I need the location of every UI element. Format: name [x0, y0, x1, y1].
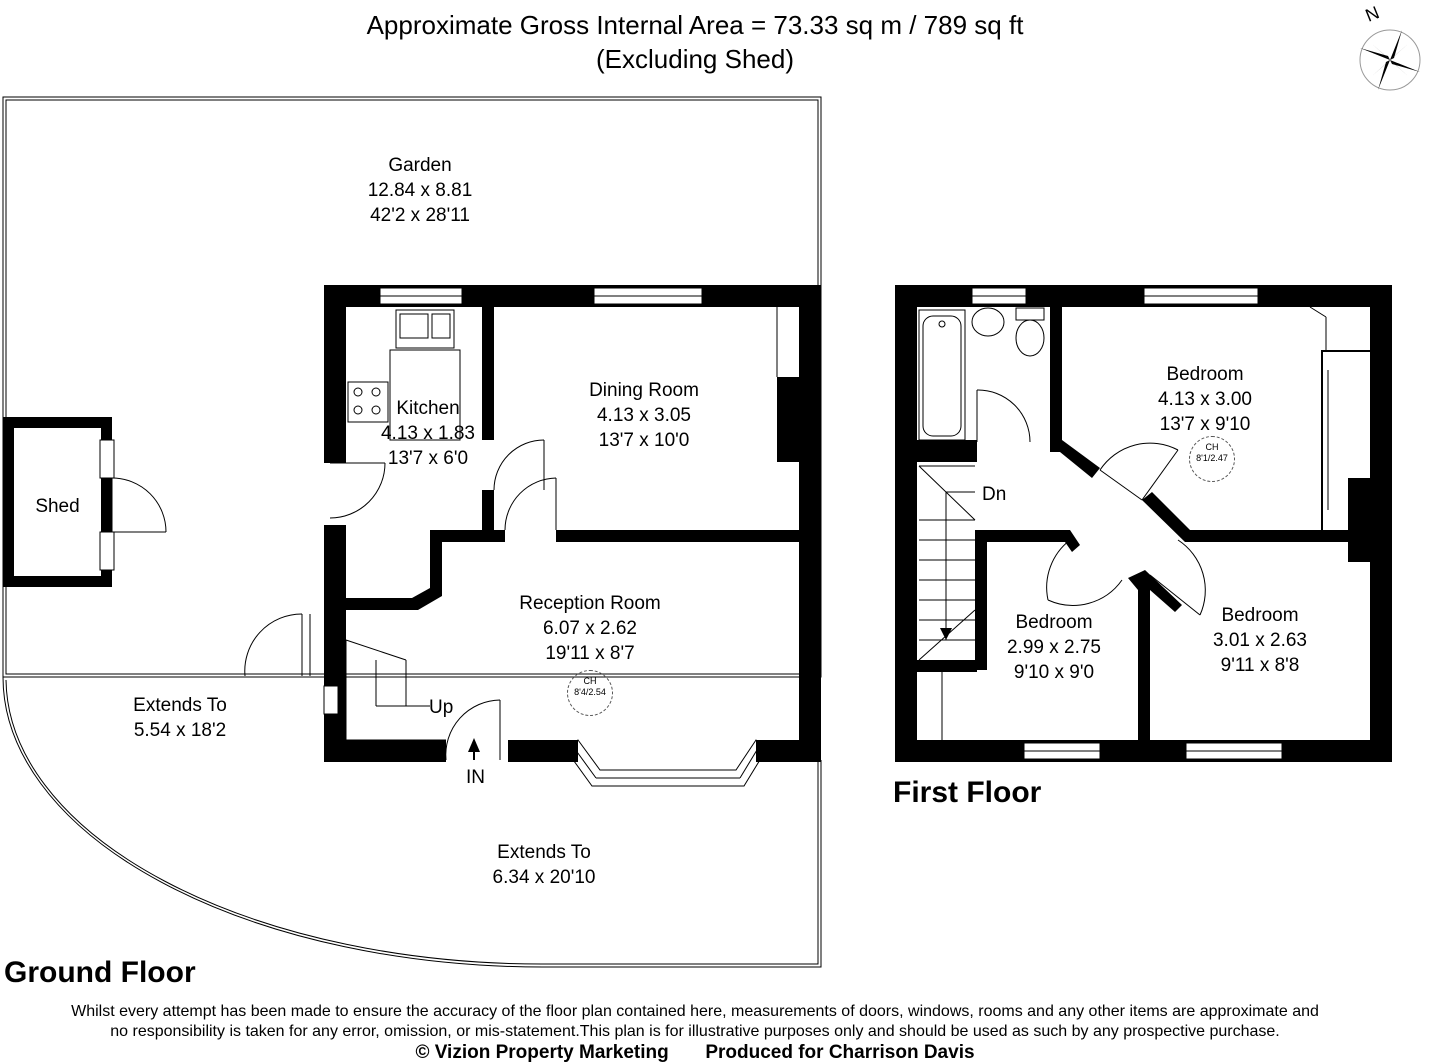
area-heading: Approximate Gross Internal Area = 73.33 … — [366, 10, 1024, 40]
footer-credit: © Vizion Property Marketing — [415, 1042, 669, 1063]
room-name: Garden — [388, 155, 452, 176]
extends-bottom-label: Extends To 6.34 x 20'10 — [444, 840, 644, 890]
disclaimer-line-1: Whilst every attempt has been made to en… — [71, 1003, 1319, 1020]
disclaimer-line-2: no responsibility is taken for any error… — [110, 1023, 1280, 1040]
ceiling-height-marker: CH 8'4/2.54 — [567, 670, 613, 716]
shed-label: Shed — [35, 496, 80, 517]
reception-room-label: Reception Room 6.07 x 2.62 19'11 x 8'7 — [490, 591, 690, 666]
room-imperial: 13'7 x 10'0 — [598, 430, 690, 451]
room-name: Extends To — [133, 695, 227, 716]
room-name: Bedroom — [1166, 364, 1244, 385]
garden-label: Garden 12.84 x 8.81 42'2 x 28'11 — [320, 153, 520, 228]
room-name: Reception Room — [519, 593, 661, 614]
footer-produced: Produced for Charrison Davis — [705, 1042, 975, 1063]
compass-icon — [1350, 0, 1430, 100]
ceiling-height-value: 8'4/2.54 — [574, 687, 606, 697]
room-name: Bedroom — [1221, 605, 1299, 626]
footer-credits: © Vizion Property Marketing Produced for… — [0, 1042, 1390, 1064]
ceiling-height-marker-first: CH 8'1/2.47 — [1189, 436, 1235, 482]
area-subheading: (Excluding Shed) — [596, 44, 794, 74]
bedroom-left-label: Bedroom 2.99 x 2.75 9'10 x 9'0 — [984, 610, 1124, 685]
bedroom-main-label: Bedroom 4.13 x 3.00 13'7 x 9'10 — [1130, 362, 1280, 437]
room-metric: 12.84 x 8.81 — [367, 180, 473, 201]
stairs-up-label: Up — [429, 697, 454, 718]
entrance-label: IN — [466, 767, 485, 788]
room-name: Bedroom — [1015, 612, 1093, 633]
bedroom-right-label: Bedroom 3.01 x 2.63 9'11 x 8'8 — [1190, 603, 1330, 678]
room-metric: 3.01 x 2.63 — [1212, 630, 1308, 651]
room-metric: 6.34 x 20'10 — [492, 867, 596, 888]
room-name: Extends To — [497, 842, 591, 863]
room-name: Dining Room — [589, 380, 699, 401]
room-metric: 6.07 x 2.62 — [542, 618, 638, 639]
ceiling-height-label: CH — [583, 676, 597, 686]
kitchen-label: Kitchen 4.13 x 1.83 13'7 x 6'0 — [360, 396, 496, 471]
room-imperial: 13'7 x 9'10 — [1159, 414, 1251, 435]
room-name: Kitchen — [396, 398, 460, 419]
room-imperial: 9'10 x 9'0 — [1013, 662, 1095, 683]
room-metric: 4.13 x 3.05 — [596, 405, 692, 426]
room-metric: 2.99 x 2.75 — [1006, 637, 1102, 658]
ceiling-height-label: CH — [1205, 442, 1219, 452]
first-floor-title: First Floor — [893, 776, 1042, 809]
room-imperial: 9'11 x 8'8 — [1220, 655, 1300, 676]
room-metric: 4.13 x 1.83 — [380, 423, 476, 444]
ceiling-height-value: 8'1/2.47 — [1196, 453, 1228, 463]
stairs-down-label: Dn — [982, 484, 1007, 505]
room-metric: 4.13 x 3.00 — [1157, 389, 1253, 410]
ground-floor-title: Ground Floor — [4, 956, 196, 989]
room-imperial: 13'7 x 6'0 — [387, 448, 469, 469]
room-imperial: 42'2 x 28'11 — [370, 205, 470, 226]
room-imperial: 19'11 x 8'7 — [545, 643, 635, 664]
dining-room-label: Dining Room 4.13 x 3.05 13'7 x 10'0 — [554, 378, 734, 453]
extends-left-label: Extends To 5.54 x 18'2 — [100, 693, 260, 743]
room-metric: 5.54 x 18'2 — [133, 720, 227, 741]
